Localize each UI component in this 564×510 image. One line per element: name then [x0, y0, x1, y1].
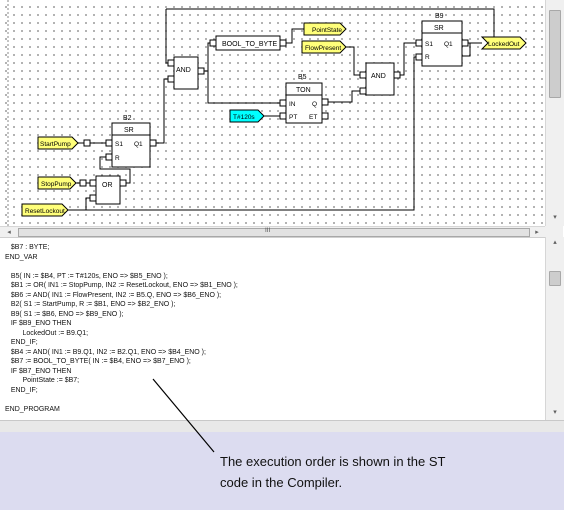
var-start-pump-label: StartPump [40, 141, 71, 148]
block-b9-q1: Q1 [444, 41, 453, 48]
block-or[interactable]: OR [89, 175, 127, 205]
block-b9-s1: S1 [425, 41, 433, 48]
code-scroll-down-arrow-icon[interactable]: ▾ [553, 408, 557, 416]
block-b2-q1: Q1 [134, 141, 143, 148]
block-b2-r: R [115, 155, 120, 162]
fbd-diagram: B9 SR S1 R Q1 AND BOOL_TO_BYTE [7, 0, 527, 226]
block-or-type: OR [102, 182, 113, 189]
block-b5-name: B5 [298, 74, 307, 81]
block-b9-name: B9 [435, 13, 444, 20]
thumb-grip: III [265, 227, 271, 234]
scroll-corner [545, 226, 563, 237]
block-bool-to-byte[interactable]: BOOL_TO_BYTE [209, 35, 287, 51]
var-point-state-label: PointState [312, 27, 342, 34]
fbd-vertical-scrollbar[interactable]: ▾ [545, 0, 564, 226]
var-locked-out[interactable]: LockedOut [480, 36, 527, 50]
block-b5-type: TON [296, 87, 311, 94]
block-and2-type: AND [371, 73, 386, 80]
block-b2[interactable]: B2 SR S1 R Q1 [105, 115, 157, 168]
callout-text: The execution order is shown in the ST c… [220, 454, 446, 490]
st-code-editor[interactable]: $B7 : BYTE; END_VAR B5( IN := $B4, PT :=… [0, 237, 545, 421]
block-and1[interactable]: AND [167, 56, 205, 90]
const-t120s[interactable]: T#120s [229, 109, 265, 123]
block-b2-name: B2 [123, 115, 132, 122]
block-b5-in: IN [289, 101, 296, 108]
code-vertical-scrollbar[interactable]: ▴ ▾ [545, 237, 564, 420]
code-scroll-up-arrow-icon[interactable]: ▴ [553, 238, 557, 246]
var-flow-present-label: FlowPresent [305, 45, 341, 52]
block-and1-type: AND [176, 67, 191, 74]
var-flow-present[interactable]: FlowPresent [301, 40, 347, 54]
block-b5-et: ET [309, 114, 317, 121]
block-b2-s1: S1 [115, 141, 123, 148]
window-bottom-border [0, 420, 564, 433]
block-b5[interactable]: B5 TON IN PT Q ET [279, 74, 329, 124]
fbd-vertical-thumb[interactable] [549, 10, 561, 98]
fbd-horizontal-thumb[interactable]: III [18, 227, 530, 237]
st-code-text: $B7 : BYTE; END_VAR B5( IN := $B4, PT :=… [5, 244, 238, 413]
var-locked-out-label: LockedOut [488, 41, 520, 48]
block-b9-type: SR [434, 25, 444, 32]
var-reset-lockout[interactable]: ResetLockout [21, 203, 69, 217]
scroll-down-arrow-icon[interactable]: ▾ [553, 213, 557, 221]
scroll-right-arrow-icon[interactable]: ▸ [535, 228, 539, 236]
block-and2[interactable]: AND [359, 62, 401, 96]
fbd-canvas[interactable]: B9 SR S1 R Q1 AND BOOL_TO_BYTE [0, 0, 545, 226]
block-b5-q: Q [312, 101, 317, 108]
fbd-horizontal-scrollbar[interactable]: ◂ III ▸ [0, 226, 545, 238]
wires [68, 8, 495, 211]
const-t120s-label: T#120s [233, 114, 255, 121]
var-stop-pump[interactable]: StopPump [37, 176, 87, 190]
block-b9[interactable]: B9 SR S1 R Q1 [415, 13, 469, 67]
var-reset-lockout-label: ResetLockout [25, 208, 65, 215]
code-vertical-thumb[interactable] [549, 271, 561, 286]
block-b9-r: R [425, 54, 430, 61]
callout-panel: The execution order is shown in the ST c… [0, 432, 564, 510]
var-point-state[interactable]: PointState [303, 22, 347, 36]
var-start-pump[interactable]: StartPump [37, 136, 91, 150]
block-b2-type: SR [124, 127, 134, 134]
block-bool-to-byte-type: BOOL_TO_BYTE [222, 41, 277, 48]
block-b5-pt: PT [289, 114, 297, 121]
var-stop-pump-label: StopPump [41, 181, 72, 188]
scroll-left-arrow-icon[interactable]: ◂ [7, 228, 11, 236]
